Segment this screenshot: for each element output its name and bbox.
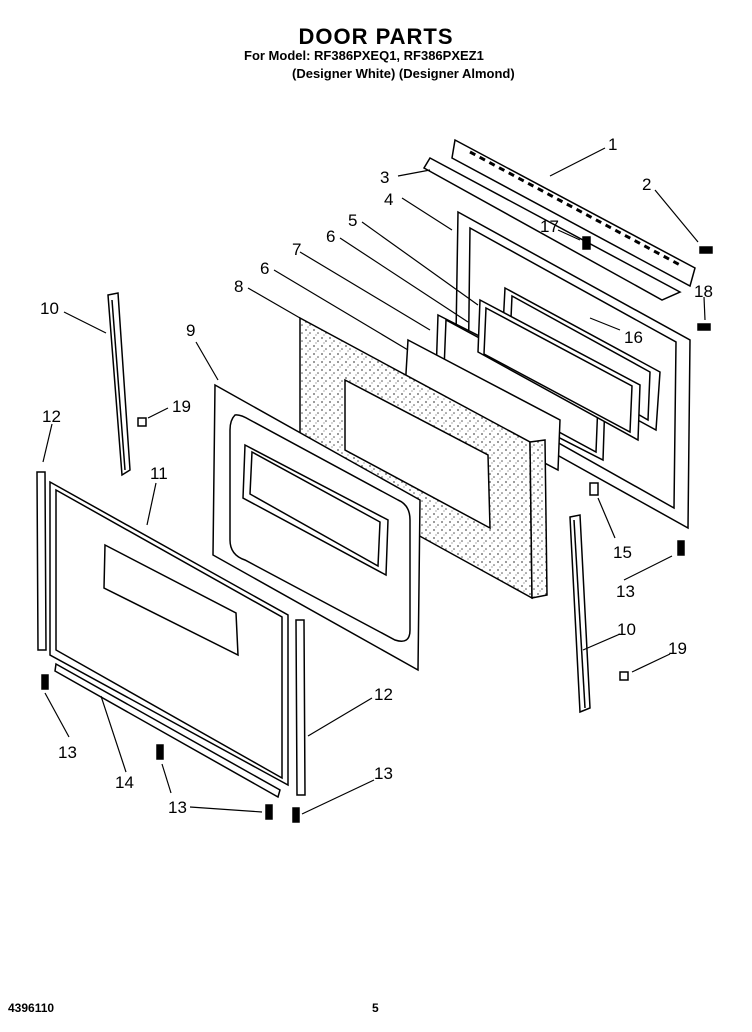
callout-label: 10 [617,620,636,639]
model-line: For Model: RF386PXEQ1, RF386PXEZ1 [244,48,484,63]
screw-13-e [677,540,685,556]
callout-label: 13 [168,798,187,817]
hinge-channel-right [569,514,591,714]
callout-label: 13 [58,743,77,762]
callout-label: 6 [260,259,269,278]
page-number: 5 [372,1001,379,1015]
callout-label: 6 [326,227,335,246]
outer-glass-part [49,480,289,787]
screw-2 [699,246,713,254]
door-strip-part [422,157,682,301]
screw-17 [582,236,591,250]
clip-15 [589,482,599,496]
callout-label: 4 [384,190,393,209]
callout-label: 14 [115,773,134,792]
callout-label: 5 [348,211,357,230]
leader-lines [42,147,706,815]
side-trim-right [295,619,306,796]
callout-label: 15 [613,543,632,562]
screw-13-b [156,744,164,760]
hinge-channel-left [107,292,131,477]
side-trim-left [36,471,47,651]
callout-label: 11 [150,464,168,483]
callout-label: 17 [540,217,559,236]
clip-19-right [619,671,629,681]
screw-13-a [41,674,49,690]
bottom-trim-part [54,662,281,799]
top-trim-part [451,138,696,288]
callout-label: 12 [42,407,61,426]
callout-label: 7 [292,240,301,259]
page-title: DOOR PARTS [298,24,454,49]
callout-label: 16 [624,328,643,347]
callout-label: 3 [380,168,389,187]
callout-label: 13 [616,582,635,601]
callout-label: 2 [642,175,651,194]
callout-labels: 1 2 3 4 5 6 7 6 8 9 10 17 18 16 19 12 11… [40,135,713,817]
callout-label: 10 [40,299,59,318]
callout-label: 8 [234,277,243,296]
callout-label: 18 [694,282,713,301]
designer-line: (Designer White) (Designer Almond) [292,66,515,81]
part-number: 4396110 [8,1001,55,1015]
callout-label: 9 [186,321,195,340]
clip-19-left [137,417,147,427]
screw-13-c [265,804,273,820]
screw-18 [697,323,711,331]
insulation-part [299,316,548,600]
outer-panel-part [212,383,421,672]
screw-13-d [292,807,300,823]
callout-label: 19 [172,397,191,416]
callout-label: 1 [608,135,617,154]
callout-label: 13 [374,764,393,783]
callout-label: 12 [374,685,393,704]
callout-label: 19 [668,639,687,658]
